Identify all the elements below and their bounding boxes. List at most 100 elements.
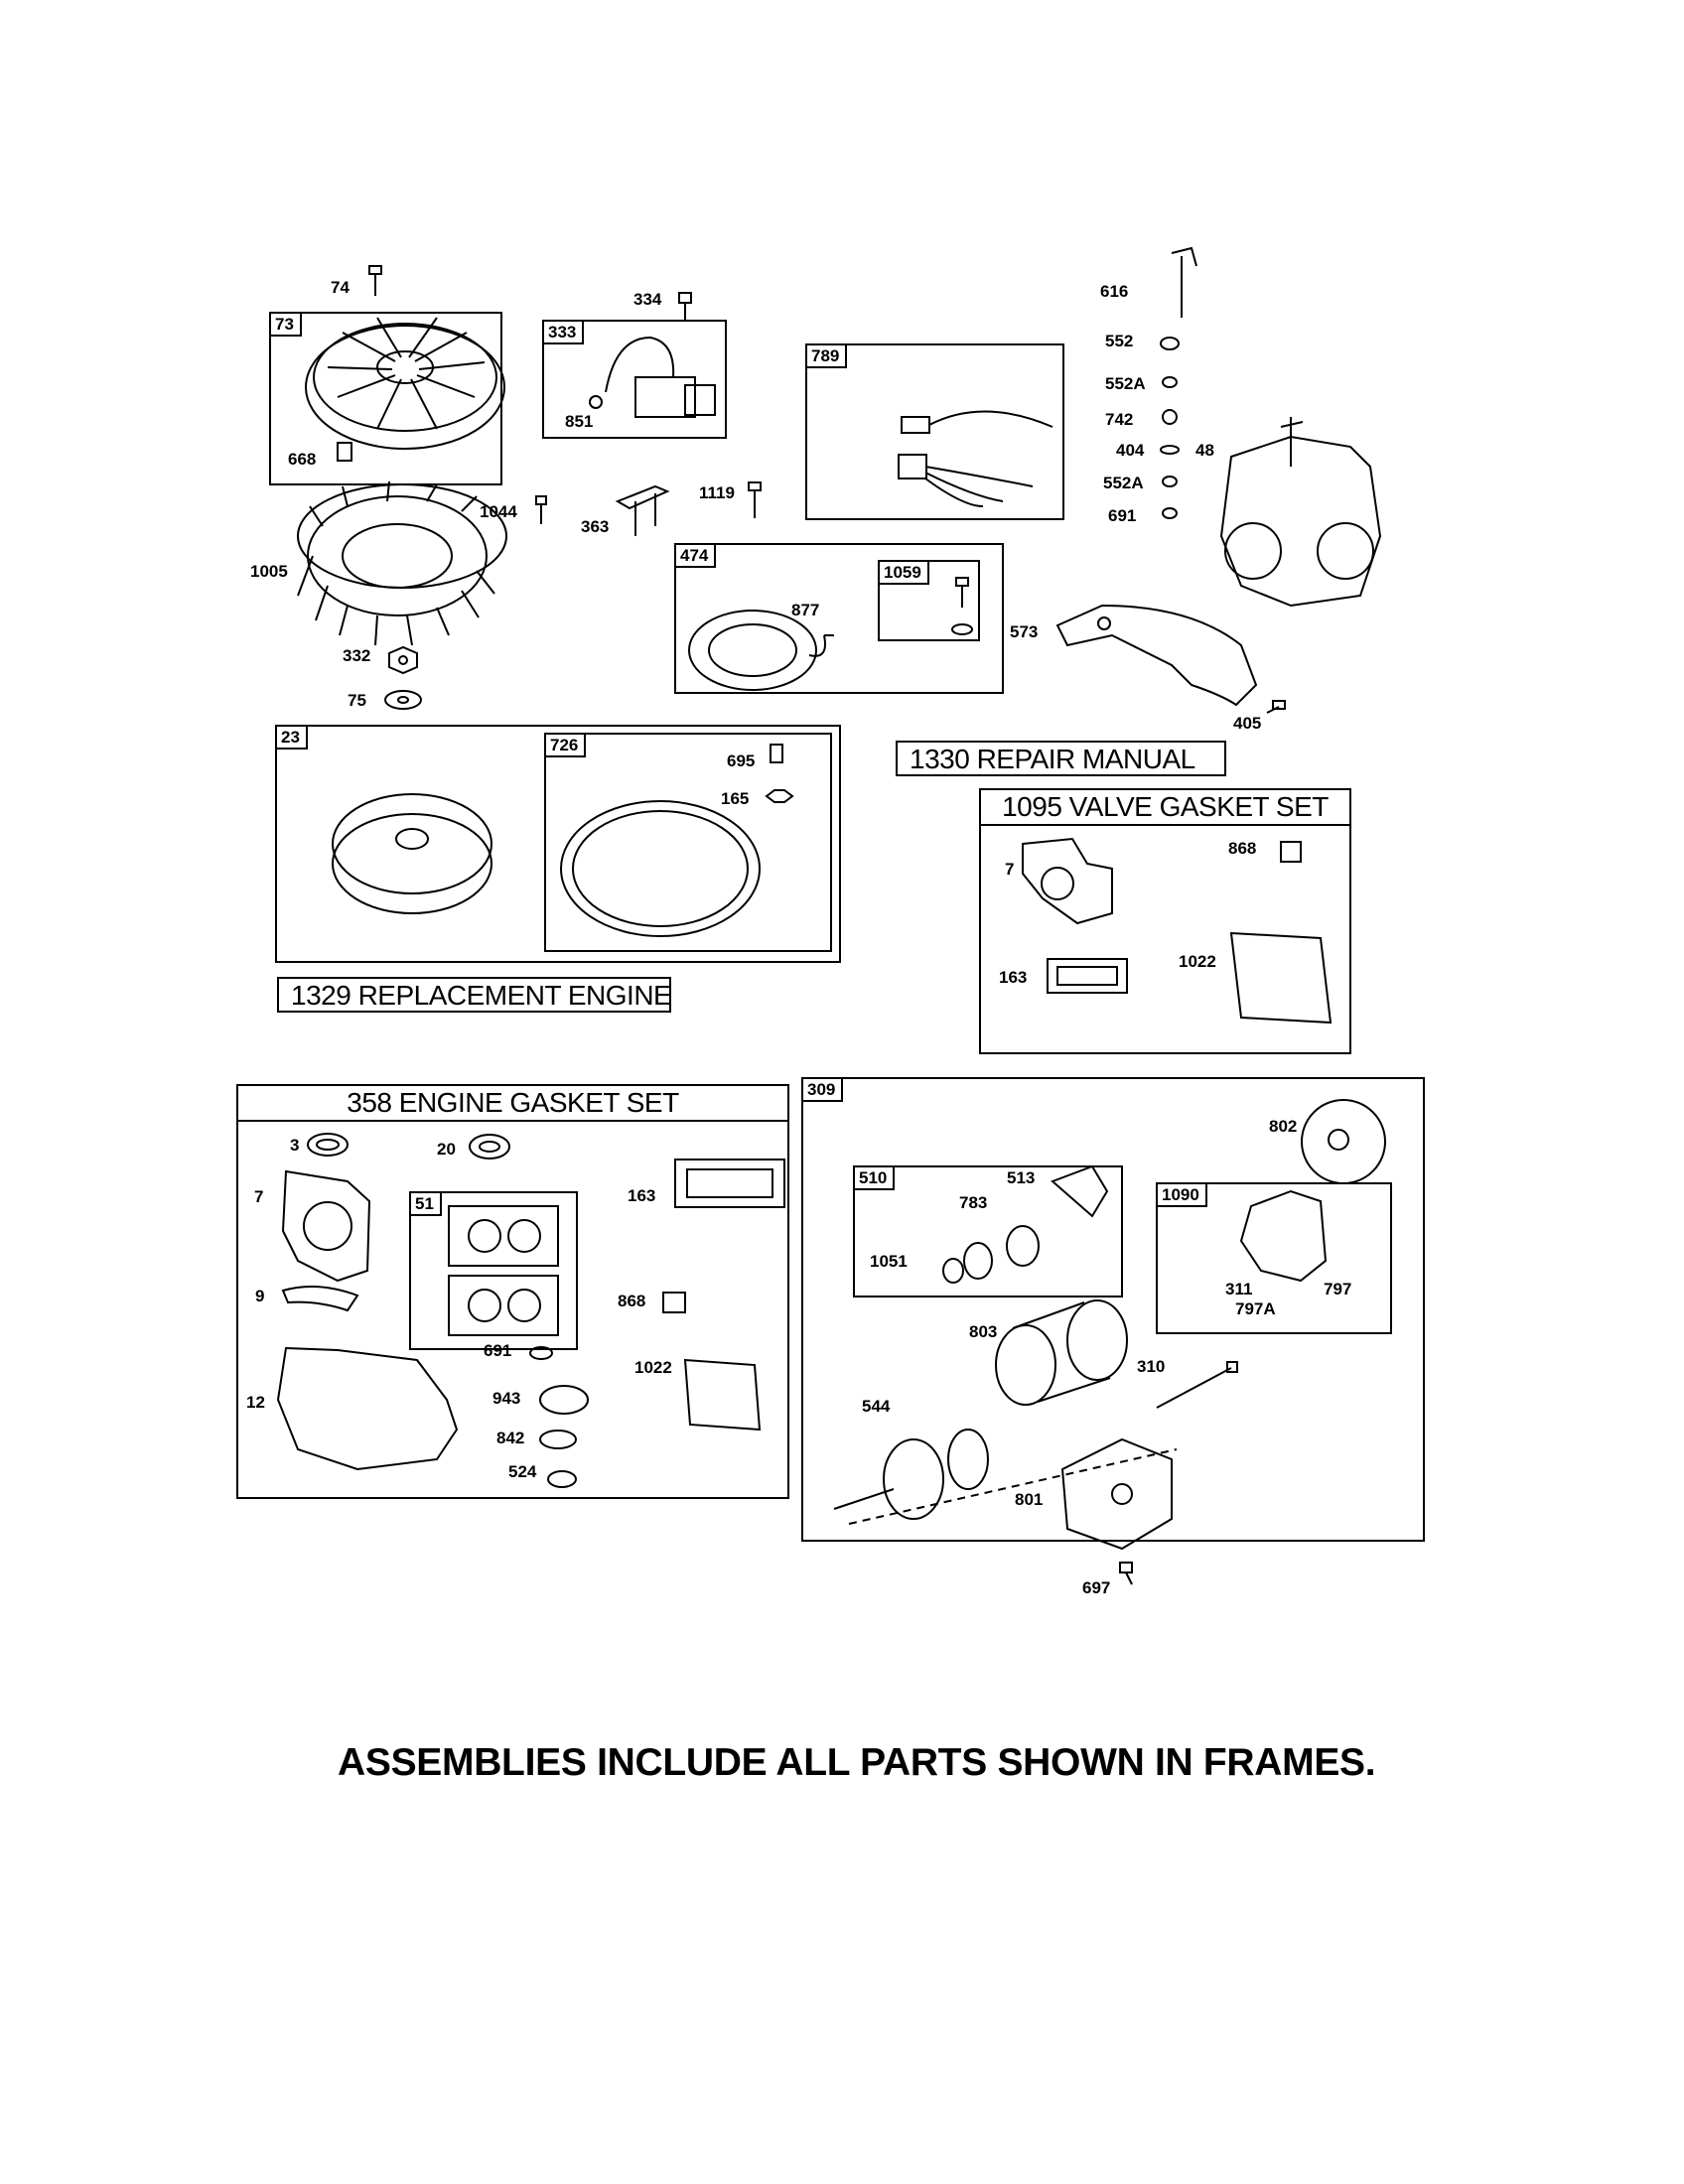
frame-73: 73	[269, 312, 502, 485]
oring-524-drawing	[547, 1470, 577, 1488]
ring-552A2-drawing	[1162, 476, 1178, 487]
valve-gasket-set-frame: 1095 VALVE GASKET SET	[979, 788, 1351, 1054]
callout-405: 405	[1233, 714, 1262, 733]
screw-668-drawing	[337, 442, 352, 462]
plug-868-drawing	[662, 1292, 686, 1313]
seal-20-drawing	[469, 1134, 510, 1160]
callout-695: 695	[727, 751, 756, 770]
head-gasket-valve-drawing	[1022, 837, 1113, 925]
frame-tag-474: 474	[676, 545, 717, 568]
plug-868-valve-drawing	[1280, 841, 1302, 863]
callout-524: 524	[508, 1462, 537, 1481]
callout-801: 801	[1015, 1490, 1044, 1509]
screw-695-drawing	[770, 744, 783, 763]
callout-877: 877	[791, 601, 820, 619]
callout-20: 20	[437, 1140, 456, 1159]
callout-1022-valve: 1022	[1179, 952, 1216, 971]
callout-1051: 1051	[870, 1252, 908, 1271]
frame-1090: 1090	[1156, 1182, 1392, 1334]
frame-tag-333: 333	[544, 322, 585, 344]
gasket-163-valve-drawing	[1047, 958, 1128, 994]
callout-165: 165	[721, 789, 750, 808]
crankcase-gasket-drawing	[276, 1346, 459, 1471]
screw-1059-drawing	[951, 577, 973, 635]
clip-742-drawing	[1162, 409, 1178, 425]
callout-334: 334	[633, 290, 662, 309]
callout-868-valve: 868	[1228, 839, 1257, 858]
callout-75: 75	[348, 691, 366, 710]
nut-691-drawing	[1162, 507, 1178, 519]
oring-943-drawing	[539, 1385, 589, 1415]
starter-housing-803-drawing	[995, 1299, 1128, 1406]
callout-783: 783	[959, 1193, 988, 1212]
end-cap-801-drawing	[1060, 1437, 1173, 1551]
bolt-697-drawing	[1119, 1562, 1133, 1585]
callout-552: 552	[1105, 332, 1134, 350]
callout-513: 513	[1007, 1168, 1036, 1187]
frame-23: 23	[275, 725, 841, 963]
callout-7-valve: 7	[1005, 860, 1015, 879]
callout-742: 742	[1105, 410, 1134, 429]
gasket-9-drawing	[281, 1286, 359, 1312]
gasket-1022-drawing	[683, 1358, 762, 1432]
ring-552A-drawing	[1162, 376, 1178, 388]
callout-163-valve: 163	[999, 968, 1028, 987]
callout-544: 544	[862, 1397, 891, 1416]
frame-tag-789: 789	[807, 345, 848, 368]
callout-1044: 1044	[480, 502, 517, 521]
bolt-405-drawing	[1266, 700, 1286, 714]
frame-510: 510	[853, 1165, 1123, 1297]
frame-474: 474	[674, 543, 1004, 694]
callout-332: 332	[343, 646, 371, 665]
through-bolt-310-drawing	[1156, 1361, 1238, 1409]
nut-165-drawing	[765, 789, 794, 803]
frame-tag-23: 23	[277, 727, 308, 750]
callout-552A-lower: 552A	[1103, 474, 1144, 492]
callout-74: 74	[331, 278, 350, 297]
callout-797: 797	[1324, 1280, 1352, 1298]
callout-363: 363	[581, 517, 610, 536]
callout-668: 668	[288, 450, 317, 469]
bolt-1119-drawing	[748, 481, 762, 518]
callout-9: 9	[255, 1287, 265, 1305]
callout-1005: 1005	[250, 562, 288, 581]
callout-3: 3	[290, 1136, 300, 1155]
callout-7-gasket: 7	[254, 1187, 264, 1206]
frame-51: 51	[409, 1191, 578, 1350]
frame-tag-51: 51	[411, 1193, 442, 1216]
oring-404-drawing	[1160, 445, 1180, 455]
gasket-163-drawing	[674, 1159, 785, 1208]
callout-1022-gasket: 1022	[634, 1358, 672, 1377]
callout-691-gasket: 691	[484, 1341, 512, 1360]
callout-573: 573	[1010, 622, 1039, 641]
assemblies-footer-note: ASSEMBLIES INCLUDE ALL PARTS SHOWN IN FR…	[338, 1741, 1376, 1784]
frame-tag-309: 309	[803, 1079, 844, 1102]
replacement-engine-box: 1329 REPLACEMENT ENGINE	[277, 977, 671, 1013]
callout-1119: 1119	[699, 483, 735, 502]
bracket-363-drawing	[615, 484, 670, 536]
intake-gasket-51-drawing	[448, 1205, 559, 1336]
ignition-coil-drawing	[589, 336, 716, 418]
ring-gear-drawing	[560, 800, 761, 937]
oring-842-drawing	[539, 1430, 577, 1449]
frame-tag-73: 73	[271, 314, 302, 337]
frame-309: 309	[801, 1077, 1425, 1542]
callout-868-gasket: 868	[618, 1292, 646, 1310]
frame-1059: 1059	[878, 560, 980, 641]
engine-gasket-set-title: 358 ENGINE GASKET SET	[238, 1086, 787, 1122]
callout-12: 12	[246, 1393, 265, 1412]
callout-803: 803	[969, 1322, 998, 1341]
blower-housing-drawing	[305, 317, 505, 450]
frame-tag-726: 726	[546, 735, 587, 757]
repair-manual-box: 1330 REPAIR MANUAL	[896, 741, 1226, 776]
fan-1005-drawing	[297, 480, 507, 646]
callout-842: 842	[496, 1429, 525, 1447]
valve-gasket-set-title: 1095 VALVE GASKET SET	[981, 790, 1349, 826]
frame-333: 333	[542, 320, 727, 439]
bracket-573-drawing	[1055, 604, 1258, 707]
frame-789: 789	[805, 343, 1064, 520]
callout-797A: 797A	[1235, 1299, 1276, 1318]
callout-943: 943	[492, 1389, 521, 1408]
frame-tag-1090: 1090	[1158, 1184, 1207, 1207]
